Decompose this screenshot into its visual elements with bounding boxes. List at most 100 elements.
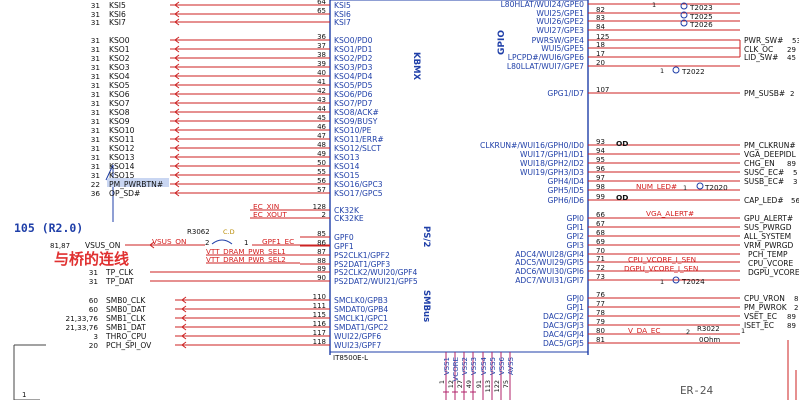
vga-alert-net: VGA_ALERT# bbox=[646, 209, 694, 218]
pin-name: KSO3/PD3 bbox=[334, 63, 373, 72]
pin-number: 76 bbox=[596, 291, 605, 299]
pin-number: 83 bbox=[596, 14, 605, 22]
net-tag bbox=[174, 153, 180, 161]
net-tag bbox=[181, 314, 187, 322]
open-drain-label: OD bbox=[616, 193, 628, 202]
pin-number: 64 bbox=[317, 0, 326, 6]
pin-name: KSO15 bbox=[334, 171, 360, 180]
net-tag bbox=[181, 296, 187, 304]
pin-number: 73 bbox=[596, 273, 605, 281]
pin-number: 20 bbox=[596, 59, 605, 67]
net-ref: 3 bbox=[93, 332, 98, 341]
pin-number: 55 bbox=[317, 168, 326, 176]
net-name: KSI7 bbox=[109, 18, 126, 27]
pin-name: KSO7/PD7 bbox=[334, 99, 373, 108]
net-tag bbox=[174, 90, 180, 98]
pin-number: 17 bbox=[596, 50, 605, 58]
resistor-value: 0Ohm bbox=[699, 336, 720, 344]
net-ref: 29 bbox=[787, 46, 796, 54]
pin-number: 111 bbox=[313, 302, 326, 310]
pin-number: 56 bbox=[317, 177, 326, 185]
pin-number: 18 bbox=[596, 41, 605, 49]
pin-number: 49 bbox=[465, 380, 473, 388]
net-name: KSO10 bbox=[109, 126, 135, 135]
net-name: VSUS_ON bbox=[85, 241, 120, 250]
pin-name: GPJ1 bbox=[566, 303, 584, 312]
pin-name: PS2DAT2/WUI21/GPF5 bbox=[334, 277, 418, 286]
net-name: THRO_CPU bbox=[105, 332, 146, 341]
pin-number: 113 bbox=[484, 380, 492, 392]
pin-number: 65 bbox=[317, 7, 326, 15]
pin-number: 90 bbox=[317, 274, 326, 282]
pin-name: GPI0 bbox=[566, 214, 584, 223]
block-label-ps2: PS/2 bbox=[421, 226, 431, 247]
net-ref: 22 bbox=[91, 180, 100, 189]
net-tag bbox=[181, 341, 187, 349]
pin-name: KSO0/PD0 bbox=[334, 36, 373, 45]
net-name: SMB1_CLK bbox=[106, 314, 146, 323]
pin-number: 2 bbox=[322, 211, 326, 219]
net-name: PM_CLKRUN# bbox=[744, 141, 796, 150]
net-ref: 21,33,76 bbox=[66, 323, 99, 332]
net-ref: 31 bbox=[91, 171, 100, 180]
pin-name: DAC4/GPJ4 bbox=[543, 330, 584, 339]
resistor-symbol bbox=[211, 239, 233, 245]
net-name: KSO11 bbox=[109, 135, 135, 144]
pin-name: GPH4/ID4 bbox=[548, 177, 585, 186]
net-tag bbox=[181, 323, 187, 331]
power-pin-name: VSS1 bbox=[443, 357, 451, 375]
net-tag bbox=[174, 99, 180, 107]
net-name: KSO15 bbox=[109, 171, 135, 180]
pin-number: 37 bbox=[317, 42, 326, 50]
net-tag bbox=[174, 81, 180, 89]
resistor-value: C.D bbox=[223, 228, 235, 236]
open-drain-label: OD bbox=[616, 139, 628, 148]
net-tag bbox=[174, 45, 180, 53]
pin-number: 49 bbox=[317, 150, 326, 158]
pin-name: WUI22/GPF6 bbox=[334, 332, 381, 341]
pin-number: 36 bbox=[317, 33, 326, 41]
net-ref: 31 bbox=[91, 72, 100, 81]
net-ref: 31 bbox=[91, 108, 100, 117]
pin-name: WUI17/GPH1/ID1 bbox=[520, 150, 584, 159]
clk-net-name: EC_XOUT bbox=[253, 210, 287, 219]
pin-number: 95 bbox=[596, 156, 605, 164]
net-ref: 89 bbox=[787, 313, 796, 321]
pin-name: SMDAT1/GPC2 bbox=[334, 323, 388, 332]
net-ref: 31 bbox=[91, 99, 100, 108]
net-ref: 21,33,76 bbox=[66, 314, 99, 323]
net-name: KSI6 bbox=[109, 10, 126, 19]
net-ref: 31 bbox=[91, 1, 100, 10]
pin-name: GPH5/ID5 bbox=[548, 186, 585, 195]
net-name: VRM_PWRGD bbox=[744, 241, 794, 250]
net-name: PCH_SPI_OV bbox=[106, 341, 152, 350]
pin-number: 46 bbox=[317, 123, 326, 131]
net-ref: 3 bbox=[793, 178, 797, 186]
resistor-pin: 2 bbox=[686, 328, 690, 336]
pin-number: 81 bbox=[596, 336, 605, 344]
net-name: PM_PWRBTN# bbox=[109, 180, 163, 189]
net-ref: 31 bbox=[91, 54, 100, 63]
pin-name: KSO5/PD5 bbox=[334, 81, 373, 90]
pin-number: 12 bbox=[447, 380, 455, 388]
pin-number: 87 bbox=[317, 248, 326, 256]
net-ref: 31 bbox=[91, 153, 100, 162]
net-ref: 31 bbox=[89, 268, 98, 277]
pin-name: WUI25/GPE1 bbox=[536, 9, 584, 18]
net-tag bbox=[174, 171, 180, 179]
net-name: KSO6 bbox=[109, 90, 130, 99]
pin-name: KSO14 bbox=[334, 162, 360, 171]
pin-name: GPG1/ID7 bbox=[547, 89, 584, 98]
pin-name: KSI6 bbox=[334, 10, 351, 19]
power-pin-name: AVSS bbox=[507, 356, 515, 375]
net-ref: 89 bbox=[787, 160, 796, 168]
pin-number: 41 bbox=[317, 78, 326, 86]
pin-number: 44 bbox=[317, 105, 326, 113]
net-name: ALL_SYSTEM bbox=[744, 232, 791, 241]
cpu-vcore-sen-net: CPU_VCORE_I_SEN bbox=[628, 255, 696, 264]
pin-number: 85 bbox=[317, 230, 326, 238]
pin-number: 94 bbox=[596, 147, 605, 155]
tp-pin: 1 bbox=[683, 184, 687, 192]
net-tag bbox=[181, 332, 187, 340]
